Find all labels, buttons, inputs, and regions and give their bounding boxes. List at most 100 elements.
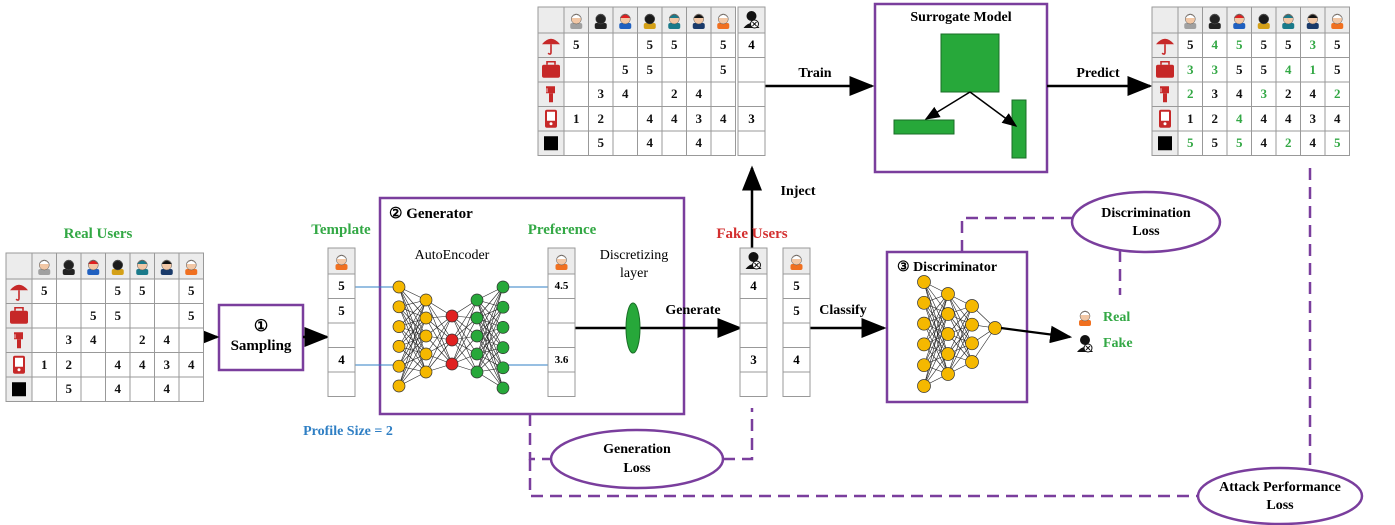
phone-icon xyxy=(13,355,25,374)
column-cell: 4 xyxy=(750,278,757,293)
person-icon xyxy=(1184,13,1197,29)
matrix-cell: 4 xyxy=(188,356,195,372)
matrix-cell: 5 xyxy=(671,37,678,52)
phone-icon xyxy=(1159,109,1171,128)
spy-icon xyxy=(1208,13,1221,29)
column-cell: 4.5 xyxy=(554,280,569,292)
fake-user-icon xyxy=(1077,335,1093,353)
injected-fake-column xyxy=(737,6,766,156)
matrix-cell: 5 xyxy=(622,61,629,77)
matrix-cell: 3 xyxy=(1309,110,1317,126)
woman-dark-icon xyxy=(160,259,173,275)
fake-users-column xyxy=(739,247,768,397)
column-cell: 5 xyxy=(793,278,800,293)
matrix-cell: 5 xyxy=(1187,135,1194,150)
generator-label: Generator xyxy=(406,206,473,222)
matrix-cell: 2 xyxy=(1285,86,1292,101)
discrimination-loss-line1: Discrimination xyxy=(1101,206,1191,221)
matrix-cell: 3 xyxy=(1211,86,1219,101)
woman-icon xyxy=(1282,13,1295,29)
predicted-matrix xyxy=(1151,6,1350,156)
matrix-cell: 1 xyxy=(573,110,580,126)
matrix-cell: 5 xyxy=(1334,37,1341,52)
matrix-cell: 5 xyxy=(1285,37,1292,52)
discrimination-loss-line2: Loss xyxy=(1132,224,1160,239)
matrix-cell: 1 xyxy=(1187,110,1194,126)
matrix-cell: 2 xyxy=(597,110,605,126)
spy-icon xyxy=(62,259,75,275)
static-connectors xyxy=(194,2,1364,525)
generation-loss-ellipse xyxy=(549,428,725,490)
matrix-cell: 5 xyxy=(1236,37,1243,52)
real-users-label: Real Users xyxy=(63,226,133,242)
matrix-cell: 1 xyxy=(41,356,48,372)
superhero-icon xyxy=(1233,13,1246,29)
matrix-cell: 4 xyxy=(1285,110,1292,126)
matrix-cell: 5 xyxy=(1236,61,1243,77)
fake-user-icon xyxy=(743,11,760,29)
matrix-cell: 5 xyxy=(646,37,654,52)
matrix-cell: 4 xyxy=(114,356,122,372)
matrix-cell: 4 xyxy=(1236,86,1243,101)
matrix-cell: 4 xyxy=(695,135,703,150)
matrix-cell: 3 xyxy=(1260,86,1268,101)
matrix-cell: 5 xyxy=(1236,135,1243,150)
train-label: Train xyxy=(798,66,832,81)
real-label: Real xyxy=(1103,310,1131,325)
hairdryer-icon xyxy=(1160,86,1169,103)
fake-users-label: Fake Users xyxy=(716,226,788,242)
umbrella-icon xyxy=(10,284,28,301)
predict-label: Predict xyxy=(1076,66,1120,81)
black-square-icon xyxy=(1158,136,1172,151)
matrix-cell: 3 xyxy=(597,86,605,101)
matrix-cell: 4 xyxy=(1309,135,1317,150)
matrix-cell: 4 xyxy=(720,110,727,126)
matrix-cell: 4 xyxy=(671,110,678,126)
fake-user-icon xyxy=(745,252,762,270)
matrix-cell: 5 xyxy=(1260,61,1268,77)
black-square-icon xyxy=(12,382,26,397)
matrix-cell: 4 xyxy=(114,381,122,396)
matrix-cell: 4 xyxy=(695,86,703,101)
matrix-cell: 3 xyxy=(65,332,73,347)
column-cell: 5 xyxy=(793,302,800,318)
phone-icon xyxy=(545,109,557,128)
generator-number: ② xyxy=(389,206,403,222)
sampling-number: ① xyxy=(253,318,269,335)
woman-icon xyxy=(668,13,681,29)
discretizing-layer xyxy=(625,302,641,354)
generation-loss-line1: Generation xyxy=(603,442,671,457)
preference-column xyxy=(547,247,576,397)
column-cell: 4 xyxy=(793,351,800,367)
person-icon xyxy=(570,13,583,29)
classify-column xyxy=(782,247,811,397)
surrogate-item-bar xyxy=(1011,99,1027,159)
matrix-cell: 5 xyxy=(114,283,122,298)
column-cell: 3 xyxy=(750,351,757,367)
column-cell: 3 xyxy=(748,110,755,126)
matrix-cell: 4 xyxy=(1236,110,1243,126)
dynamic-elements xyxy=(5,6,1350,402)
matrix-cell: 2 xyxy=(1187,86,1194,101)
matrix-cell: 3 xyxy=(1309,37,1317,52)
profile-size-label: Profile Size = 2 xyxy=(303,424,393,439)
surrogate-embedding-square xyxy=(940,33,1000,93)
superhero-icon xyxy=(619,13,632,29)
matrix-cell: 4 xyxy=(1309,86,1317,101)
attack-loss-line1: Attack Performance xyxy=(1219,480,1341,495)
autoencoder-network xyxy=(392,280,510,395)
matrix-cell: 5 xyxy=(65,381,73,396)
attack-loss-line2: Loss xyxy=(1266,498,1294,513)
discrimination-loss-ellipse xyxy=(1070,190,1222,254)
matrix-cell: 2 xyxy=(65,356,73,372)
template-column xyxy=(327,247,356,397)
matrix-cell: 4 xyxy=(1285,61,1292,77)
matrix-cell: 5 xyxy=(1334,61,1341,77)
person-orange-icon xyxy=(185,259,198,275)
hairdryer-icon xyxy=(14,332,23,349)
column-cell: 5 xyxy=(338,278,345,293)
matrix-cell: 4 xyxy=(90,332,97,347)
matrix-cell: 3 xyxy=(1187,61,1194,77)
matrix-cell: 4 xyxy=(163,381,171,396)
matrix-cell: 5 xyxy=(597,135,605,150)
